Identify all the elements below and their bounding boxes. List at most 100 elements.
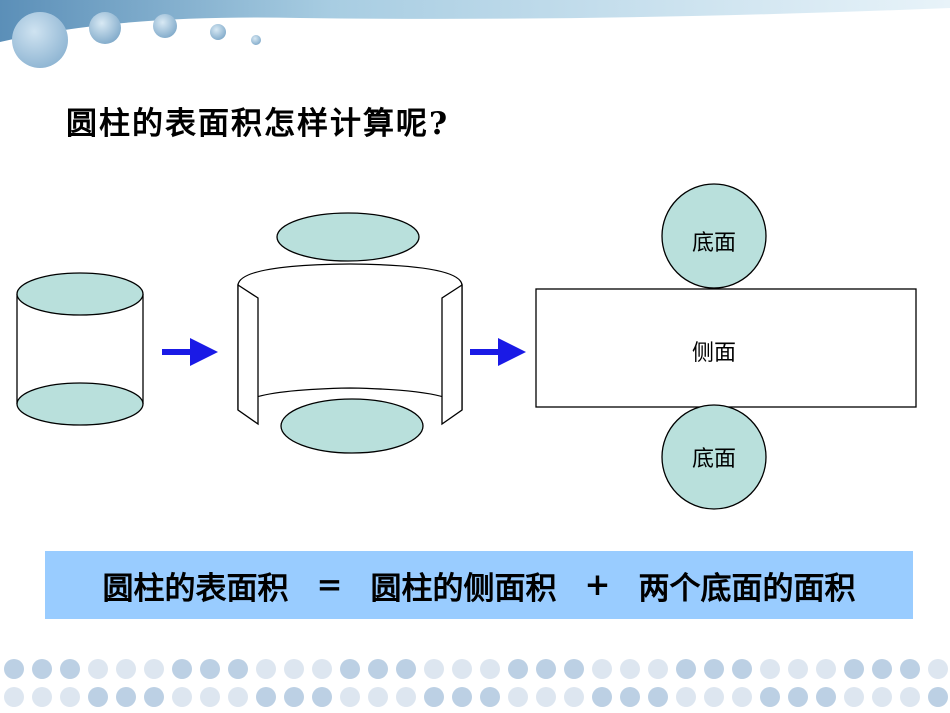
decor-dot-icon <box>424 687 444 707</box>
lateral-fold-left <box>237 283 259 426</box>
formula-lhs: 圆柱的表面积 <box>102 570 289 607</box>
decor-dot-icon <box>256 687 276 707</box>
decor-dot-icon <box>200 659 220 679</box>
decor-dot-icon <box>508 659 528 679</box>
opened-cylinder <box>237 212 463 454</box>
formula-term1: 圆柱的侧面积 <box>370 570 557 607</box>
decor-bubble-icon <box>210 24 226 40</box>
decor-dot-icon <box>592 687 612 707</box>
decor-dot-icon <box>4 687 24 707</box>
net-bottom-base-label: 底面 <box>692 447 736 472</box>
page-title: 圆柱的表面积怎样计算呢? <box>66 106 450 142</box>
decor-dot-icon <box>480 659 500 679</box>
arrow-right-icon <box>162 338 218 366</box>
decor-dot-icon <box>424 659 444 679</box>
cylinder-top-base <box>16 272 144 316</box>
decor-dot-icon <box>900 659 920 679</box>
decor-dot-icon <box>760 687 780 707</box>
decor-dot-icon <box>368 659 388 679</box>
decor-dot-icon <box>144 687 164 707</box>
decor-dot-icon <box>788 659 808 679</box>
decor-dot-icon <box>4 659 24 679</box>
decor-dot-icon <box>340 659 360 679</box>
decor-dot-icon <box>900 687 920 707</box>
decor-dot-icon <box>60 659 80 679</box>
decor-dot-icon <box>88 659 108 679</box>
decor-dot-icon <box>844 659 864 679</box>
cylinder-bottom-base <box>16 382 144 426</box>
decor-dot-icon <box>312 659 332 679</box>
decor-dot-icon <box>872 687 892 707</box>
formula-plus: + <box>584 567 611 603</box>
decor-dot-icon <box>732 687 752 707</box>
lateral-surface <box>237 263 463 411</box>
decor-dot-icon <box>284 659 304 679</box>
decor-dot-icon <box>620 687 640 707</box>
decor-dot-icon <box>144 659 164 679</box>
decor-dot-icon <box>732 659 752 679</box>
decor-dot-icon <box>928 687 948 707</box>
decor-dot-icon <box>116 687 136 707</box>
decor-dot-icon <box>480 687 500 707</box>
decor-dot-icon <box>648 659 668 679</box>
decor-dot-icon <box>564 659 584 679</box>
decor-dot-icon <box>312 687 332 707</box>
decor-dot-icon <box>760 659 780 679</box>
decor-dot-icon <box>228 687 248 707</box>
decor-dot-icon <box>60 687 80 707</box>
decor-dot-icon <box>704 659 724 679</box>
decor-dot-icon <box>592 659 612 679</box>
decor-dot-icon <box>928 659 948 679</box>
decor-dot-icon <box>704 687 724 707</box>
decor-dot-icon <box>816 687 836 707</box>
decor-bubble-icon <box>12 12 68 68</box>
cylinder <box>16 272 144 426</box>
dropped-bottom-base <box>280 398 424 454</box>
decor-dot-icon <box>536 687 556 707</box>
cylinder-net <box>535 183 917 510</box>
decor-dot-icon <box>32 659 52 679</box>
decor-dot-icon <box>340 687 360 707</box>
formula-equals: = <box>316 567 343 603</box>
decor-dot-icon <box>564 687 584 707</box>
formula-term2: 两个底面的面积 <box>638 570 856 607</box>
decor-bubble-icon <box>89 12 121 44</box>
decor-dot-icon <box>452 659 472 679</box>
decor-dot-icon <box>620 659 640 679</box>
decor-dot-icon <box>200 687 220 707</box>
decor-dot-icon <box>172 659 192 679</box>
decor-dot-icon <box>116 659 136 679</box>
decor-dot-icon <box>676 659 696 679</box>
decor-dot-icon <box>396 687 416 707</box>
net-top-base-circle <box>661 183 767 289</box>
decor-dot-icon <box>508 687 528 707</box>
decor-dot-icon <box>536 659 556 679</box>
formula-box: 圆柱的表面积 = 圆柱的侧面积 + 两个底面的面积 <box>45 551 913 619</box>
decor-dot-icon <box>452 687 472 707</box>
net-lateral-label: 侧面 <box>692 341 736 366</box>
decor-dot-icon <box>788 687 808 707</box>
decor-dot-icon <box>172 687 192 707</box>
top-banner <box>0 0 950 68</box>
decor-bubble-icon <box>153 14 177 38</box>
decor-dot-icon <box>396 659 416 679</box>
bottom-dot-decoration <box>4 659 948 707</box>
arrow-right-icon <box>470 338 526 366</box>
decor-dot-icon <box>88 687 108 707</box>
lifted-top-base <box>276 212 420 262</box>
decor-dot-icon <box>32 687 52 707</box>
net-bottom-base-circle <box>661 404 767 510</box>
decor-dot-icon <box>284 687 304 707</box>
decor-dot-icon <box>256 659 276 679</box>
lateral-fold-right <box>441 283 463 426</box>
decor-dot-icon <box>844 687 864 707</box>
decor-dot-icon <box>228 659 248 679</box>
decor-dot-icon <box>816 659 836 679</box>
decor-dot-icon <box>648 687 668 707</box>
decor-dot-icon <box>676 687 696 707</box>
decor-dot-icon <box>368 687 388 707</box>
decor-dot-icon <box>872 659 892 679</box>
decor-bubble-icon <box>251 35 261 45</box>
